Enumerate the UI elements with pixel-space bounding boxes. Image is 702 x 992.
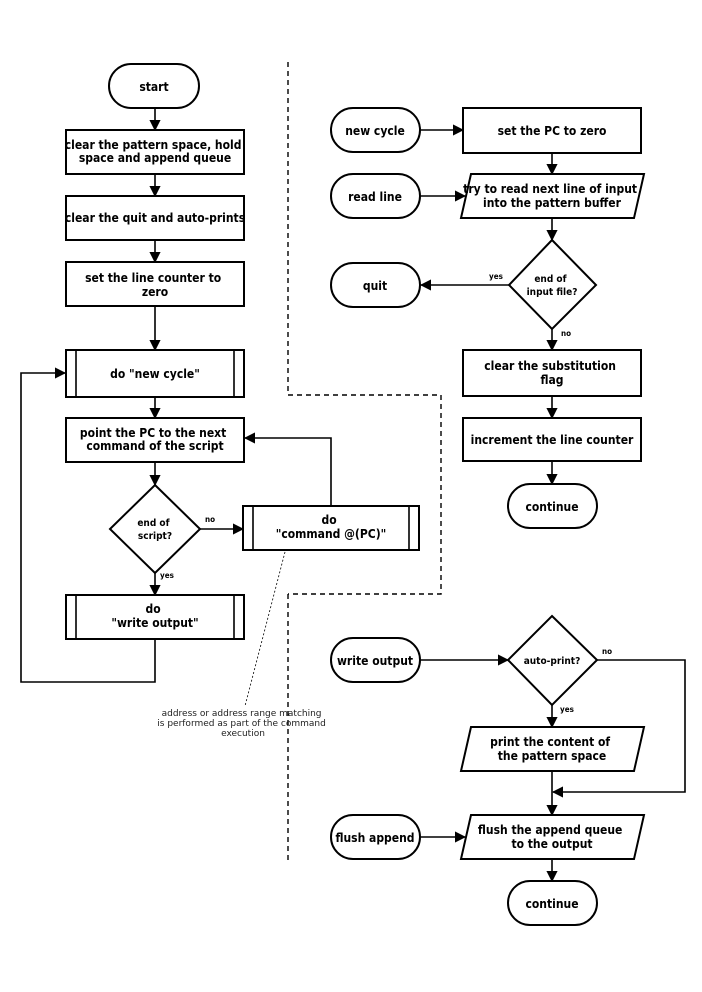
- new-cycle-terminal: new cycle: [330, 107, 421, 153]
- svg-text:point the PC to the next: point the PC to the next command of the …: [80, 426, 230, 453]
- svg-text:do "command @(PC)": do "command @(PC)": [276, 513, 387, 541]
- clear-pattern-space-step: clear the pattern space, hold space and …: [65, 129, 245, 175]
- clear-subst-label-line2: flag: [540, 373, 563, 387]
- point-pc-step: point the PC to the next command of the …: [65, 417, 245, 463]
- auto-print-decision: auto-print?: [506, 614, 599, 707]
- new-cycle-continue-label: continue: [525, 500, 578, 514]
- flush-append-terminal: flush append: [330, 814, 421, 860]
- quit-terminal: quit: [330, 262, 421, 308]
- point-pc-label-line2: command of the script: [86, 439, 223, 453]
- write-output-label: write output: [337, 654, 413, 668]
- auto-print-yes-label: yes: [560, 705, 574, 714]
- end-of-input-label-line1: end of: [534, 274, 566, 285]
- point-pc-label-line1: point the PC to the next: [80, 426, 226, 440]
- do-command-subroutine: do "command @(PC)": [242, 505, 420, 551]
- end-of-script-label-line2: script?: [138, 531, 172, 542]
- end-of-script-label-line1: end of: [137, 518, 169, 529]
- auto-print-no-label: no: [602, 647, 612, 656]
- new-cycle-continue-terminal: continue: [507, 483, 598, 529]
- write-output-continue-label: continue: [525, 897, 578, 911]
- flush-queue-label-line2: to the output: [511, 837, 592, 851]
- start-label: start: [139, 80, 168, 94]
- do-write-output-subroutine: do "write output": [65, 594, 245, 640]
- set-pc-zero-label: set the PC to zero: [498, 124, 607, 138]
- end-of-input-no-label: no: [561, 329, 571, 338]
- clear-substitution-step: clear the substitution flag: [462, 349, 642, 397]
- flush-queue-io-step: flush the append queue to the output: [459, 814, 646, 860]
- svg-text:clear the pattern space, hold: clear the pattern space, hold space and …: [65, 138, 245, 165]
- try-read-label-line2: into the pattern buffer: [483, 196, 622, 210]
- svg-text:clear the substitution f: clear the substitution flag: [484, 359, 619, 387]
- do-new-cycle-label: do "new cycle": [110, 367, 200, 381]
- print-content-label-line2: the pattern space: [498, 749, 607, 763]
- try-read-label-line1: try to read next line of input: [463, 182, 637, 196]
- print-content-label-line1: print the content of: [490, 735, 610, 749]
- print-content-io-step: print the content of the pattern space: [459, 726, 646, 772]
- new-cycle-label: new cycle: [345, 124, 405, 138]
- flush-queue-label-line1: flush the append queue: [478, 823, 622, 837]
- end-of-input-yes-label: yes: [489, 272, 503, 281]
- set-line-counter-step: set the line counter to zero: [65, 261, 245, 307]
- try-read-io-step: try to read next line of input into the …: [459, 173, 646, 219]
- write-output-continue-terminal: continue: [507, 880, 598, 926]
- increment-line-counter-step: increment the line counter: [462, 417, 642, 462]
- svg-text:try to read next line of input: try to read next line of input into the …: [463, 182, 641, 210]
- clear-quit-label: clear the quit and auto-prints: [65, 211, 245, 225]
- set-line-counter-label-line2: zero: [142, 285, 168, 299]
- svg-text:end of input file?: end of input file?: [527, 274, 578, 298]
- increment-label: increment the line counter: [471, 433, 634, 447]
- svg-text:do "write output": do "write output": [111, 602, 198, 630]
- clear-subst-label-line1: clear the substitution: [484, 359, 616, 373]
- do-command-label-line2: "command @(PC)": [276, 527, 387, 541]
- set-line-counter-label-line1: set the line counter to: [85, 271, 221, 285]
- start-terminal: start: [108, 63, 200, 109]
- end-of-input-decision: end of input file?: [507, 238, 598, 331]
- end-of-script-decision: end of script?: [108, 483, 202, 575]
- quit-label: quit: [363, 279, 387, 293]
- separator-middle-box: [288, 394, 442, 595]
- end-of-script-no-label: no: [205, 515, 215, 524]
- read-line-label: read line: [348, 190, 402, 204]
- flush-append-label: flush append: [335, 831, 414, 845]
- do-new-cycle-subroutine: do "new cycle": [65, 349, 245, 398]
- svg-text:set the line counter to: set the line counter to zero: [85, 271, 225, 299]
- svg-text:flush the append queue t: flush the append queue to the output: [478, 823, 626, 851]
- command-note: address or address range matching is per…: [157, 709, 328, 739]
- do-write-output-label-line1: do: [146, 602, 161, 616]
- read-line-terminal: read line: [330, 173, 421, 219]
- clear-pattern-label-line2: space and append queue: [79, 151, 231, 165]
- end-of-input-label-line2: input file?: [527, 287, 578, 298]
- do-command-label-line1: do: [322, 513, 337, 527]
- svg-text:end of script?: end of script?: [137, 518, 172, 542]
- end-of-script-yes-label: yes: [160, 571, 174, 580]
- clear-pattern-label-line1: clear the pattern space, hold: [65, 138, 242, 152]
- auto-print-label: auto-print?: [524, 656, 581, 667]
- clear-quit-step: clear the quit and auto-prints: [65, 195, 245, 241]
- set-pc-zero-step: set the PC to zero: [462, 107, 642, 154]
- note-leader: [244, 551, 286, 707]
- write-output-terminal: write output: [330, 637, 421, 683]
- do-write-output-label-line2: "write output": [111, 616, 198, 630]
- svg-text:print the content of the: print the content of the pattern space: [490, 735, 614, 763]
